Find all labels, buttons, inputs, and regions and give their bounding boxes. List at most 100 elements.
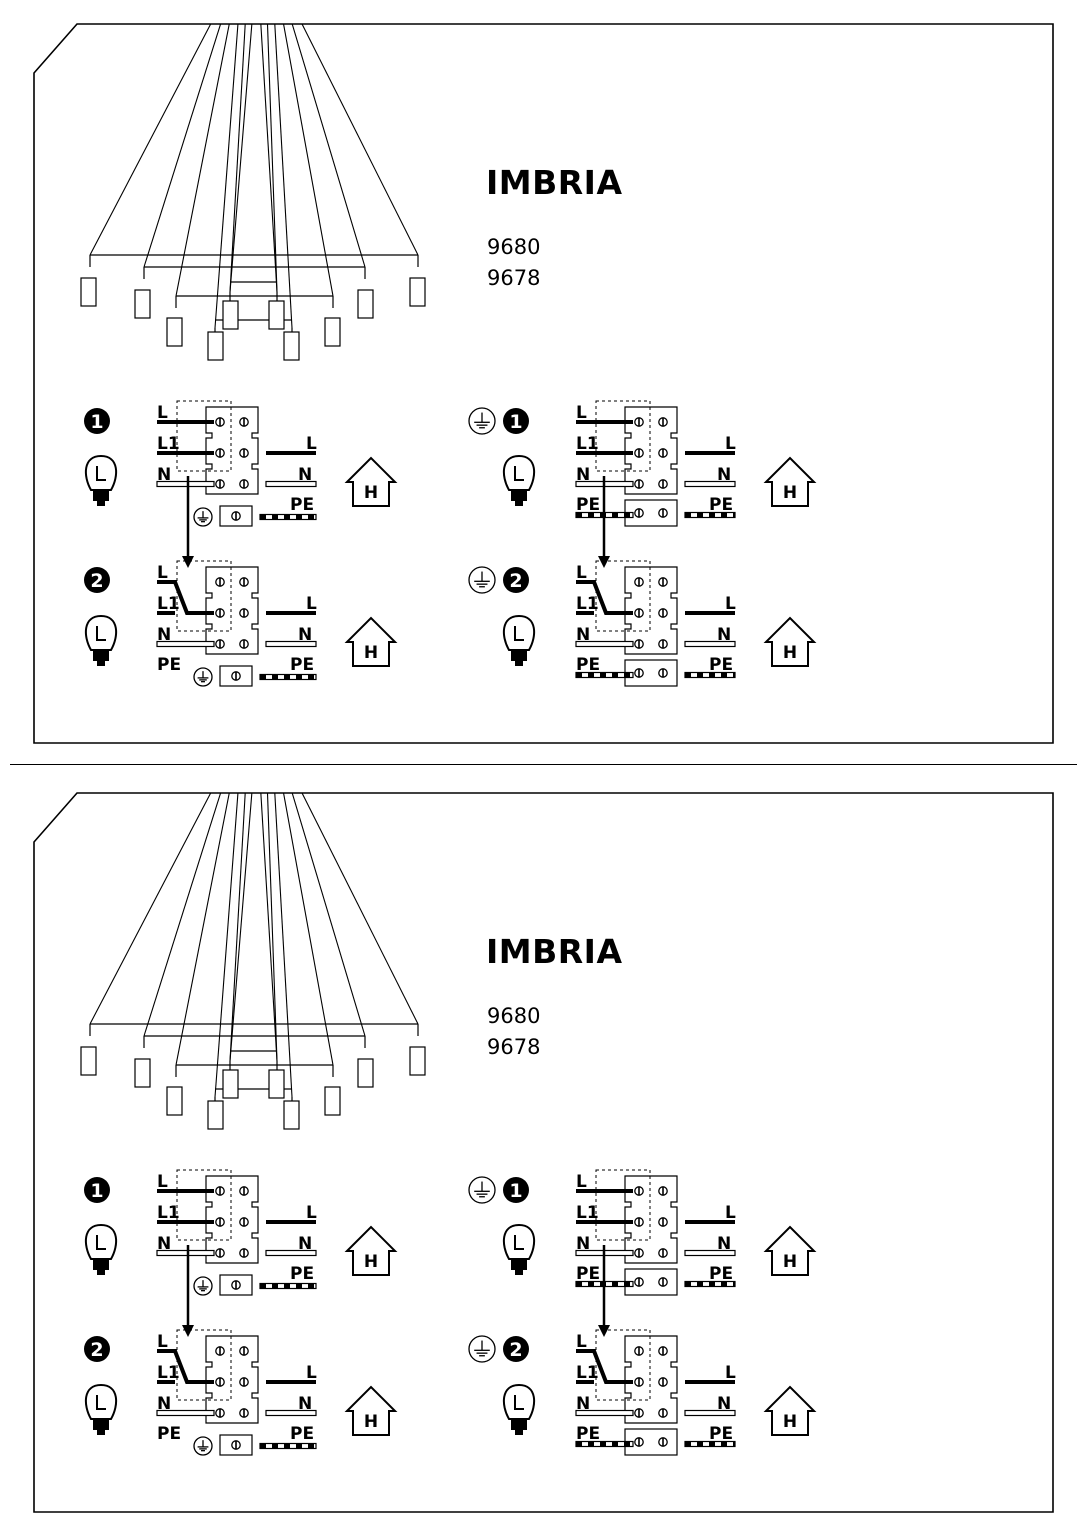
terminal-screw xyxy=(231,511,241,521)
terminal-screw xyxy=(658,417,668,427)
label-L: L xyxy=(157,1172,168,1192)
model-number: 9680 xyxy=(487,235,541,259)
terminal-screw xyxy=(215,608,225,618)
live-wire-jumper xyxy=(157,580,214,615)
pendant-shade xyxy=(324,317,341,347)
label-L-right: L xyxy=(725,1203,736,1223)
ground-icon xyxy=(193,1276,213,1296)
terminal-screw xyxy=(634,1377,644,1387)
pendant-shade xyxy=(357,1058,374,1088)
neutral-wire xyxy=(156,1409,215,1417)
terminal-block xyxy=(624,406,678,495)
terminal-screw xyxy=(634,1408,644,1418)
label-N: N xyxy=(576,1394,590,1414)
earth-wire xyxy=(684,1280,736,1288)
house-label: H xyxy=(783,1412,797,1432)
neutral-wire xyxy=(684,1249,736,1257)
step-number: 2 xyxy=(90,570,103,592)
ground-icon xyxy=(193,507,213,527)
pendant-shade xyxy=(283,331,300,361)
bulb-icon xyxy=(502,1383,536,1435)
earth-wire xyxy=(259,1442,317,1450)
terminal-screw xyxy=(634,448,644,458)
ground-icon xyxy=(468,1176,496,1204)
terminal-screw xyxy=(215,448,225,458)
house-label: H xyxy=(364,643,378,663)
bulb-icon xyxy=(502,1223,536,1275)
step-number: 1 xyxy=(509,1180,522,1202)
terminal-screw xyxy=(658,448,668,458)
bulb-icon xyxy=(84,1223,118,1275)
page-divider xyxy=(10,764,1077,765)
ground-icon xyxy=(468,566,496,594)
terminal-screw xyxy=(239,1408,249,1418)
label-L1: L1 xyxy=(576,1203,599,1223)
step-number-badge: 2 xyxy=(84,567,110,593)
neutral-wire xyxy=(684,640,736,648)
neutral-wire xyxy=(575,640,634,648)
label-N-right: N xyxy=(717,1234,731,1254)
terminal-screw xyxy=(658,1437,668,1447)
terminal-screw xyxy=(215,639,225,649)
terminal-screw xyxy=(239,1186,249,1196)
label-L1: L1 xyxy=(157,434,180,454)
terminal-screw xyxy=(215,479,225,489)
neutral-wire xyxy=(265,480,317,488)
terminal-block xyxy=(205,1335,259,1424)
product-title: IMBRIA xyxy=(486,932,623,971)
house-icon: H xyxy=(344,616,398,667)
terminal-screw xyxy=(239,577,249,587)
terminal-screw xyxy=(658,479,668,489)
live-wire-jumper xyxy=(576,1349,633,1384)
label-L1: L1 xyxy=(157,1363,180,1383)
terminal-screw xyxy=(634,1248,644,1258)
pendant-shade xyxy=(283,1100,300,1130)
live-wire-jumper xyxy=(157,1349,214,1384)
earth-wire xyxy=(575,671,634,679)
label-L-right: L xyxy=(306,1363,317,1383)
terminal-screw xyxy=(239,1217,249,1227)
bulb-icon xyxy=(84,454,118,506)
ground-icon xyxy=(468,1335,496,1363)
terminal-screw xyxy=(634,1186,644,1196)
label-PE-right: PE xyxy=(709,655,733,675)
bulb-icon xyxy=(84,614,118,666)
label-L: L xyxy=(157,403,168,423)
step-number-badge: 1 xyxy=(503,1177,529,1203)
pendant-shade xyxy=(166,1086,183,1116)
terminal-screw xyxy=(634,479,644,489)
step-number: 2 xyxy=(509,570,522,592)
label-L: L xyxy=(576,1172,587,1192)
label-N: N xyxy=(157,465,171,485)
step-number: 2 xyxy=(509,1339,522,1361)
earth-terminal xyxy=(624,1268,678,1296)
terminal-screw xyxy=(658,668,668,678)
model-number: 9678 xyxy=(487,1035,541,1059)
step-number-badge: 1 xyxy=(84,1177,110,1203)
house-icon: H xyxy=(763,1385,817,1436)
terminal-screw xyxy=(231,1440,241,1450)
terminal-screw xyxy=(215,1217,225,1227)
terminal-screw xyxy=(215,417,225,427)
label-N: N xyxy=(157,1394,171,1414)
terminal-screw xyxy=(634,1277,644,1287)
terminal-screw xyxy=(634,1437,644,1447)
terminal-screw xyxy=(239,417,249,427)
earth-terminal xyxy=(624,1428,678,1456)
terminal-block xyxy=(624,1335,678,1424)
house-label: H xyxy=(783,643,797,663)
label-L1: L1 xyxy=(576,1363,599,1383)
label-N: N xyxy=(576,465,590,485)
terminal-screw xyxy=(634,1346,644,1356)
label-PE-right: PE xyxy=(709,495,733,515)
house-icon: H xyxy=(763,456,817,507)
label-N-right: N xyxy=(298,465,312,485)
label-PE: PE xyxy=(576,1424,600,1444)
label-L: L xyxy=(576,403,587,423)
pendant-shade xyxy=(80,1046,97,1076)
terminal-screw xyxy=(239,1346,249,1356)
